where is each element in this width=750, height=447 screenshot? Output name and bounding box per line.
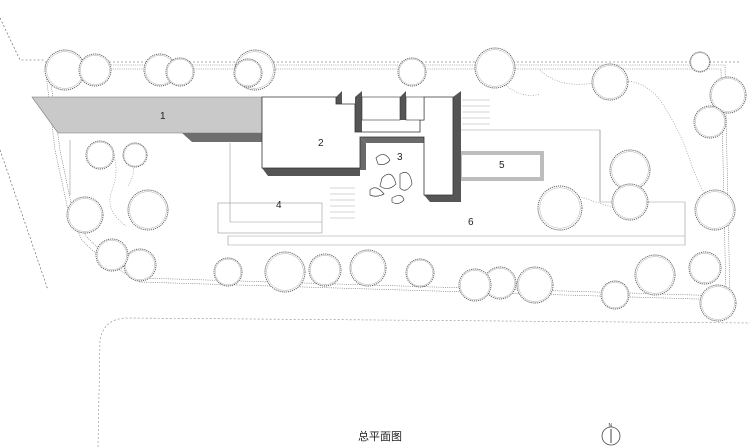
tree xyxy=(600,280,630,310)
zone-1-edge xyxy=(182,133,262,142)
tree xyxy=(213,257,243,287)
tree xyxy=(474,47,516,89)
trees xyxy=(44,47,747,322)
tree xyxy=(634,254,676,296)
road-curb xyxy=(97,317,750,447)
zone-label-1: 1 xyxy=(160,111,166,122)
tree xyxy=(609,149,651,191)
tree xyxy=(483,266,517,300)
tree xyxy=(122,142,148,168)
north-label: N xyxy=(609,423,613,429)
tree xyxy=(709,76,747,114)
zone-5-pool xyxy=(458,151,544,181)
parking-stripes xyxy=(330,99,490,219)
terrace-outlines xyxy=(69,129,686,246)
tree xyxy=(95,238,129,272)
tree xyxy=(591,63,629,101)
property-line xyxy=(0,17,740,291)
tree xyxy=(123,248,157,282)
tree xyxy=(405,258,435,288)
zone-1-entry-drive xyxy=(31,96,263,134)
zone-label-5: 5 xyxy=(499,160,505,171)
tree xyxy=(537,185,583,231)
tree xyxy=(688,251,722,285)
tree xyxy=(78,53,112,87)
tree xyxy=(127,189,169,231)
north-arrow-icon: N xyxy=(601,423,621,446)
zone-labels: 1 2 3 4 5 6 xyxy=(160,111,505,228)
zone-label-2: 2 xyxy=(318,138,324,149)
zone-label-4: 4 xyxy=(276,200,282,211)
tree xyxy=(66,196,104,234)
tree xyxy=(165,57,195,87)
tree xyxy=(233,58,263,88)
tree xyxy=(308,253,342,287)
tree xyxy=(611,183,649,221)
tree xyxy=(397,57,427,87)
tree xyxy=(694,189,736,231)
zone-label-3: 3 xyxy=(397,152,403,163)
tree xyxy=(264,251,306,293)
building xyxy=(261,91,461,202)
tree xyxy=(458,268,492,302)
drawing-caption: 总平面图 xyxy=(358,430,402,443)
tree xyxy=(85,140,115,170)
tree xyxy=(693,105,727,139)
courtyard-sculpture xyxy=(369,154,413,204)
tree xyxy=(689,51,711,73)
tree xyxy=(699,284,737,322)
tree xyxy=(516,266,554,304)
tree xyxy=(349,249,387,287)
zone-label-6: 6 xyxy=(468,217,474,228)
